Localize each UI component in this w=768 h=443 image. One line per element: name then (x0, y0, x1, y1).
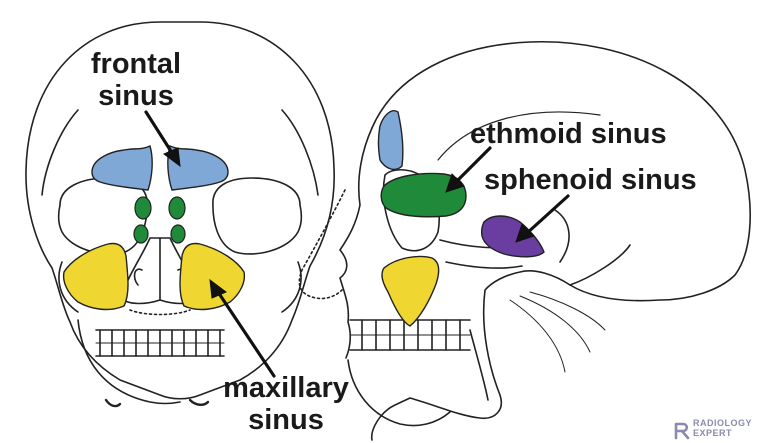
arrow-ethmoid (452, 146, 492, 186)
arrowhead-maxillary (209, 278, 227, 299)
skull-front-outline (25, 21, 335, 400)
skull-side-outline (370, 41, 751, 441)
logo-text: RADIOLOGY EXPERT (693, 418, 752, 438)
arrow-sphenoid (524, 194, 570, 236)
arrowhead-frontal (163, 147, 181, 168)
label-sphenoid-sinus: sphenoid sinus (484, 164, 697, 196)
label-ethmoid-sinus: ethmoid sinus (470, 118, 667, 150)
arrowhead-ethmoid (445, 173, 465, 193)
side-orbit (382, 168, 440, 252)
label-maxillary-sinus: maxillary sinus (206, 372, 366, 436)
logo-line2: EXPERT (693, 428, 733, 438)
frontal-sinus-side (377, 110, 404, 171)
maxillary-sinus-right (179, 242, 246, 311)
label-frontal-line2: sinus (98, 80, 174, 112)
sphenoid-sinus-side (480, 215, 545, 258)
label-frontal-sinus: frontal sinus (78, 48, 194, 112)
label-maxillary-line1: maxillary (223, 372, 349, 404)
ethmoid-sinus-front-4 (170, 224, 186, 244)
maxillary-sinus-side (381, 255, 440, 327)
left-orbit (57, 177, 148, 255)
label-frontal-line1: frontal (90, 48, 182, 80)
maxillary-sinus-left (62, 242, 129, 311)
logo-line1: RADIOLOGY (693, 418, 753, 428)
ethmoid-sinus-front-2 (168, 196, 186, 220)
frontal-sinus-left (91, 144, 153, 191)
frontal-sinus-right (167, 144, 229, 191)
radiology-expert-logo-mark (674, 422, 690, 440)
right-orbit (212, 177, 303, 255)
arrow-frontal (144, 110, 176, 158)
ethmoid-sinus-side (380, 172, 467, 218)
label-maxillary-line2: sinus (248, 404, 324, 436)
ethmoid-sinus-front-3 (133, 224, 149, 244)
radiology-expert-logo: RADIOLOGY EXPERT (673, 417, 765, 439)
ethmoid-sinus-front-1 (134, 196, 152, 220)
nose-cartilage (298, 189, 346, 300)
arrow-maxillary (216, 290, 276, 378)
arrowhead-sphenoid (515, 223, 535, 243)
skull-side-view (298, 41, 751, 441)
front-teeth (95, 329, 225, 357)
